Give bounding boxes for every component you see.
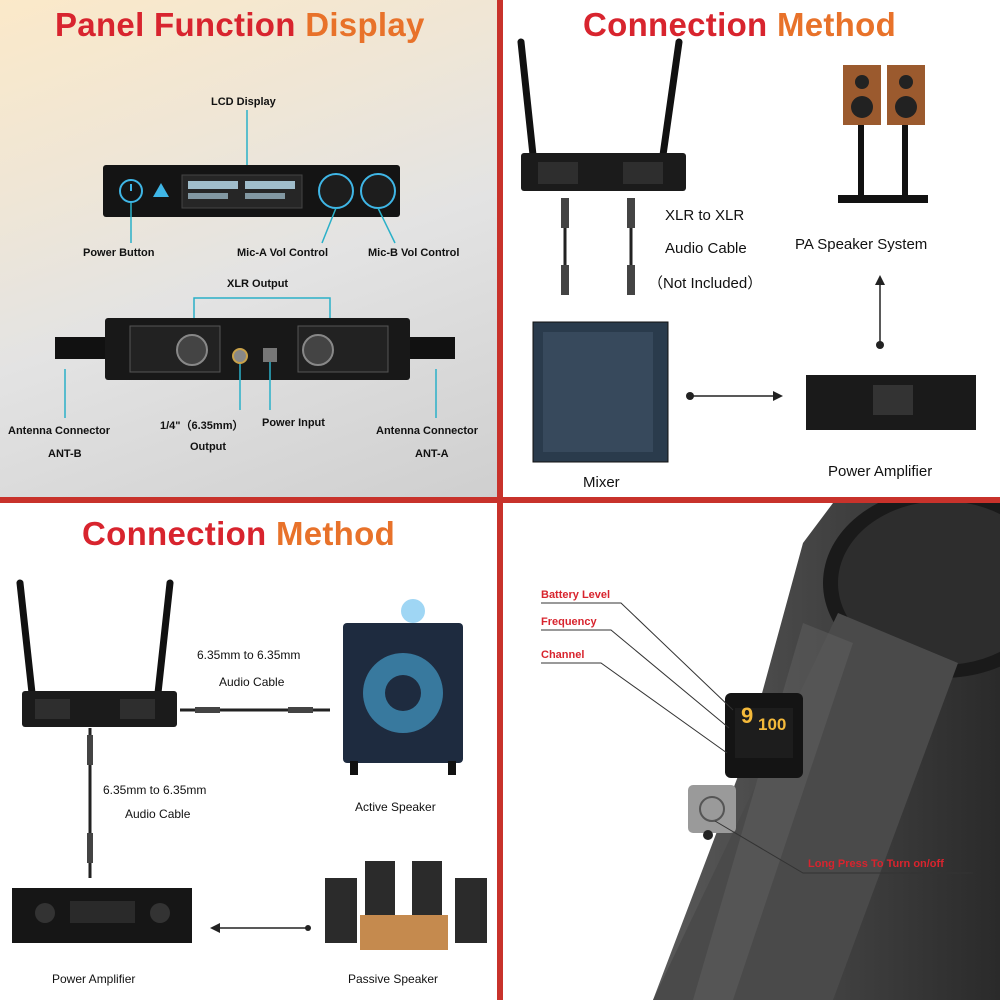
cable-top-label: 6.35mm to 6.35mm xyxy=(197,648,301,662)
receiver-antenna-right xyxy=(154,579,174,697)
power-amplifier-label: Power Amplifier xyxy=(52,972,136,986)
antenna-b-label: Antenna Connector xyxy=(8,425,111,437)
microphone-power-button xyxy=(688,785,736,833)
power-input-jack xyxy=(263,348,277,362)
panel-function-display: Panel Function Display xyxy=(0,0,497,497)
power-input-label: Power Input xyxy=(262,417,325,429)
logo-triangle-icon xyxy=(153,183,169,197)
cable-left-label-2: Audio Cable xyxy=(125,807,191,821)
receiver-antenna-left xyxy=(517,38,537,159)
battery-level-label: Battery Level xyxy=(541,589,611,601)
mixer-label: Mixer xyxy=(583,474,620,491)
passive-subwoofer xyxy=(360,915,448,950)
pa-speaker-label: PA Speaker System xyxy=(795,236,928,253)
cable-left-label: 6.35mm to 6.35mm xyxy=(103,783,207,797)
xlr-cable-label: XLR to XLR xyxy=(665,207,745,224)
antenna-a-label: Antenna Connector xyxy=(376,425,479,437)
quarter-output-label: 1/4"（6.35mm） xyxy=(160,420,244,432)
mic-b-vol-label: Mic-B Vol Control xyxy=(368,247,460,259)
frequency-label: Frequency xyxy=(541,616,597,628)
mic-display-channel: 9 xyxy=(741,703,754,728)
xlr-output-b xyxy=(176,334,208,366)
active-speaker-label: Active Speaker xyxy=(355,800,436,814)
speaker-connection-illustration xyxy=(12,579,487,950)
panel1-title: Panel Function Display xyxy=(55,6,425,43)
mic-a-vol-label: Mic-A Vol Control xyxy=(237,247,329,259)
mic-display-frequency: 100 xyxy=(758,715,787,734)
horizontal-divider xyxy=(0,497,1000,503)
long-press-label: Long Press To Turn on/off xyxy=(808,858,944,870)
mixer-connection-illustration xyxy=(517,38,976,463)
power-button-label: Power Button xyxy=(83,247,155,259)
antenna-a-sub-label: ANT-A xyxy=(415,448,449,460)
connection-method-mixer: Connection Method xyxy=(503,0,1000,497)
antenna-b-sub-label: ANT-B xyxy=(48,448,82,460)
receiver-panels-illustration xyxy=(55,110,455,418)
cable-top-label-2: Audio Cable xyxy=(219,675,285,689)
disco-ball xyxy=(401,599,425,623)
power-button-icon xyxy=(119,179,143,203)
antenna-b xyxy=(55,337,110,359)
receiver-antenna-left xyxy=(16,579,36,697)
passive-speaker-1 xyxy=(325,878,357,943)
receiver-antenna-right xyxy=(659,38,683,159)
xlr-cable-label-2: Audio Cable xyxy=(665,240,747,257)
microphone-illustration xyxy=(503,503,1000,1000)
xlr-cable-note: （Not Included） xyxy=(648,275,763,292)
microphone-detail: 9 100 Battery Level Frequency Channel Lo… xyxy=(503,503,1000,1000)
power-amplifier-label: Power Amplifier xyxy=(828,463,933,480)
mic-b-volume-knob xyxy=(360,173,396,209)
panel3-title: Connection Method xyxy=(82,515,396,552)
passive-speaker-4 xyxy=(455,878,487,943)
xlr-output-a xyxy=(302,334,334,366)
channel-label: Channel xyxy=(541,649,585,661)
antenna-a xyxy=(405,337,455,359)
connection-method-speakers: Connection Method xyxy=(0,503,497,1000)
panel2-title: Connection Method xyxy=(583,6,897,43)
passive-speaker-label: Passive Speaker xyxy=(348,972,439,986)
xlr-output-label: XLR Output xyxy=(227,278,289,290)
lcd-display-screen xyxy=(181,174,303,209)
mic-a-volume-knob xyxy=(318,173,354,209)
lcd-display-label: LCD Display xyxy=(211,96,276,108)
quarter-inch-jack xyxy=(232,348,248,364)
quarter-output-sub-label: Output xyxy=(190,441,227,453)
